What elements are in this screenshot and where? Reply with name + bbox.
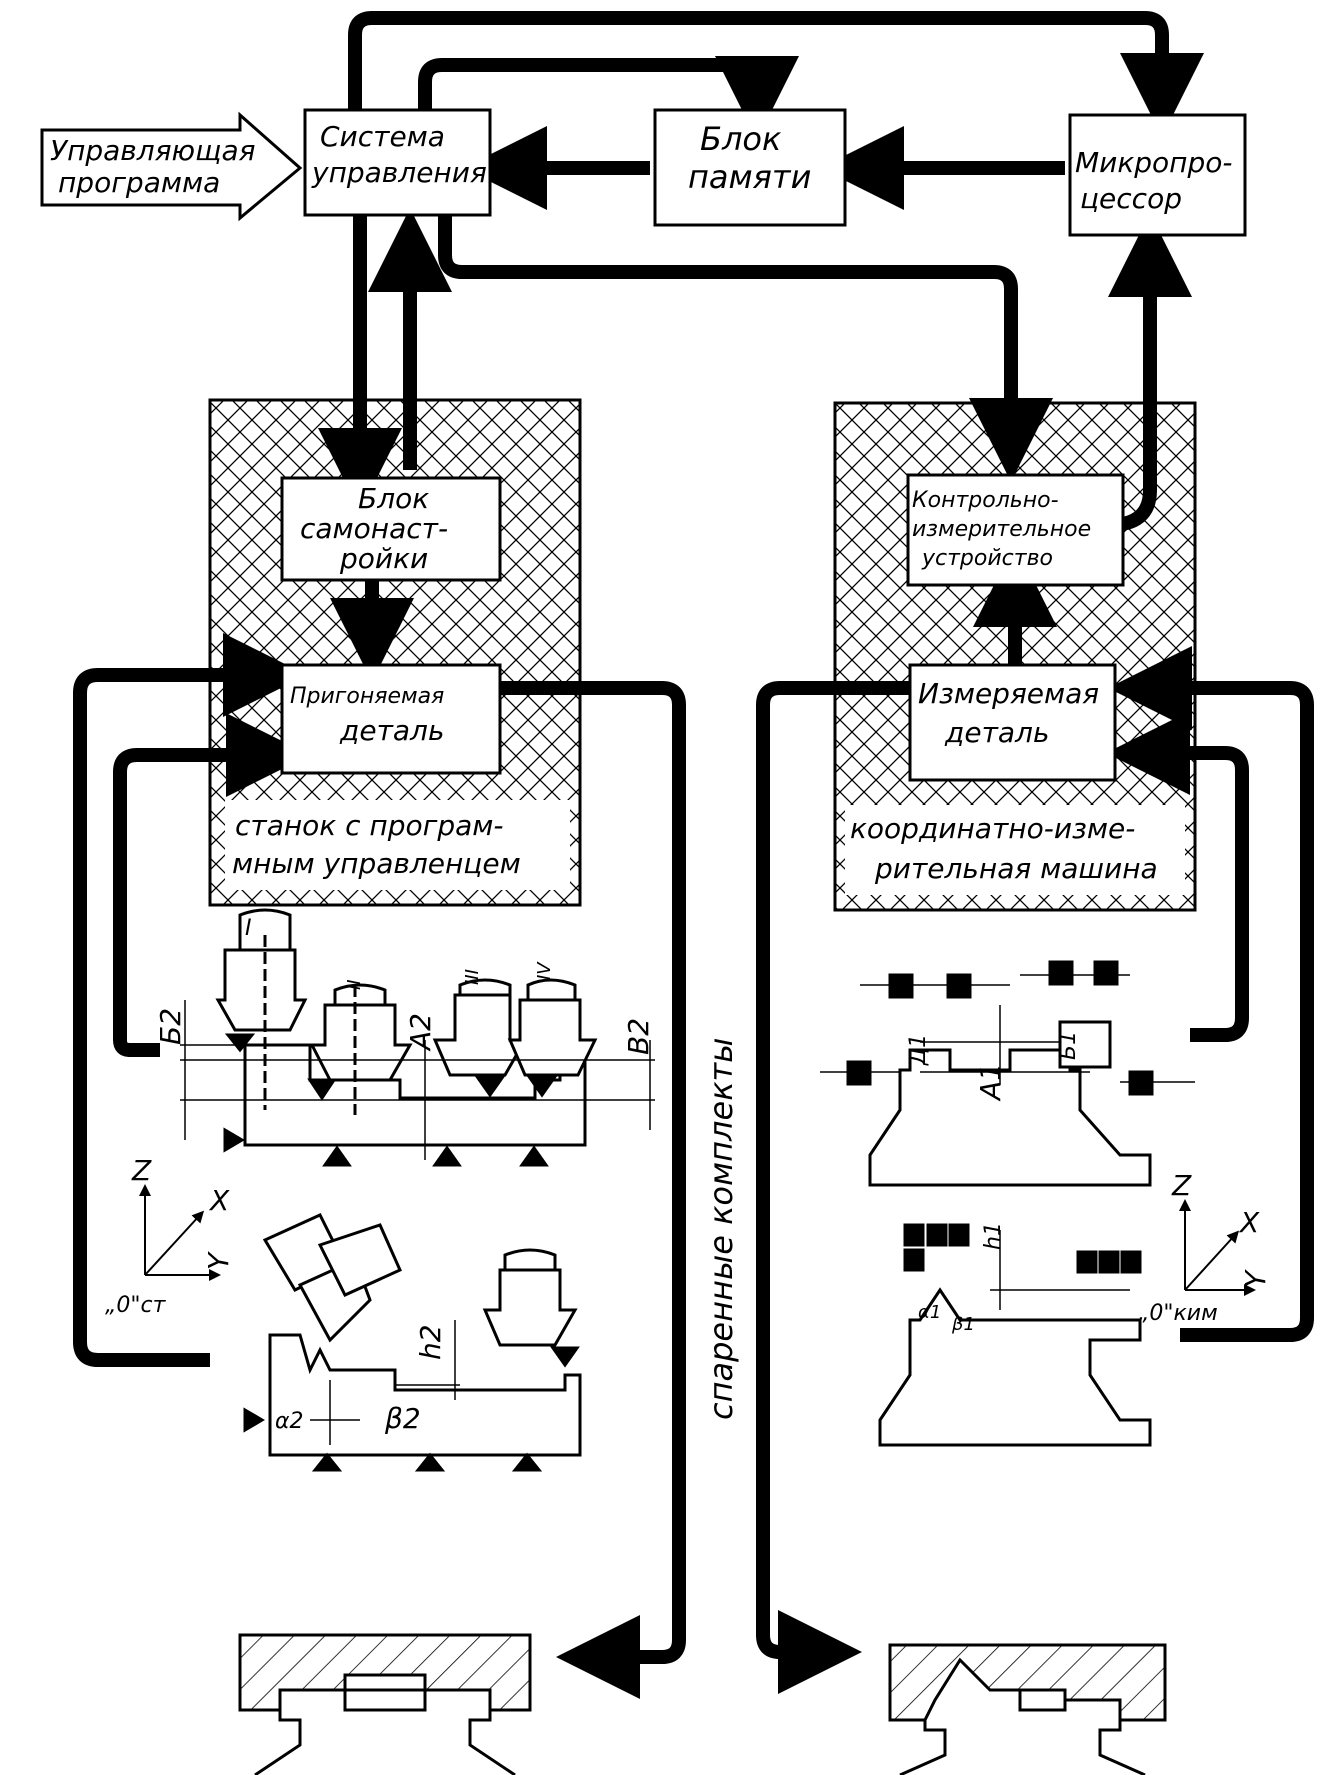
right-axis-y: Y [1239, 1269, 1272, 1288]
bottom-right-set [888, 1643, 1167, 1775]
program-label-line1: Управляющая [50, 134, 256, 167]
cnc-machine-caption: станок с програм- мным управленцем [225, 800, 570, 890]
cmm-caption: координатно-изме- рительная машина [845, 805, 1185, 895]
dim-beta2: β2 [384, 1402, 421, 1435]
dim-beta1: β1 [951, 1314, 975, 1335]
left-fixture-drawing [180, 908, 655, 1167]
dim-b2: Б2 [154, 1008, 187, 1045]
self-setup-line2: самонаст- [300, 512, 448, 545]
dim-a2: А2 [404, 1013, 437, 1052]
dim-v2: В2 [622, 1018, 655, 1055]
tool-mark-4: IV [534, 961, 555, 980]
dim-h2: h2 [414, 1324, 447, 1360]
control-system-line2: управления [311, 156, 487, 189]
control-system-line1: Система [320, 120, 445, 153]
self-setup-line3: ройки [339, 542, 428, 575]
fitted-part-line2: деталь [339, 714, 444, 747]
measuring-device-line1: Контрольно- [912, 488, 1059, 513]
right-fixture-labels: Д1 А1 Б1 [906, 1031, 1081, 1102]
dim-alpha2: α2 [275, 1409, 304, 1434]
dim-a1: А1 [974, 1063, 1007, 1102]
cnc-caption-line2: мным управленцем [232, 847, 521, 880]
right-angled-fixture [878, 1223, 1152, 1447]
tool-mark-2: II [344, 979, 365, 990]
paired-sets-label: спаренные комплекты [702, 1038, 740, 1420]
program-label-line2: программа [58, 166, 220, 199]
tool-mark-1: I [245, 916, 252, 941]
memory-line1: Блок [700, 120, 782, 158]
right-axes [1179, 1199, 1256, 1296]
dim-b1: Б1 [1056, 1031, 1081, 1060]
microprocessor-line2: цессор [1080, 182, 1182, 215]
right-axis-x: X [1238, 1206, 1260, 1239]
microprocessor-block: Микропро- цессор [1068, 113, 1247, 237]
cnc-caption-line1: станок с програм- [235, 809, 504, 842]
measuring-device-line3: устройство [921, 546, 1053, 571]
left-angled-fixture [243, 1213, 582, 1472]
microprocessor-line1: Микропро- [1075, 146, 1233, 179]
left-axes [139, 1184, 221, 1281]
self-setup-line1: Блок [358, 482, 429, 515]
cmm-caption-line2: рительная машина [874, 852, 1158, 885]
memory-line2: памяти [688, 158, 811, 196]
left-axis-y: Y [202, 1251, 235, 1270]
measured-part-block: Измеряемая деталь [908, 663, 1117, 782]
measured-part-line2: деталь [944, 716, 1049, 749]
fitted-part-line1: Пригоняемая [290, 684, 444, 709]
bottom-left-set [238, 1633, 532, 1775]
left-axis-origin: „0"ст [105, 1293, 167, 1318]
measured-part-line1: Измеряемая [918, 677, 1099, 710]
right-fixture-drawing [820, 960, 1195, 1187]
left-axis-z: Z [131, 1154, 152, 1187]
dim-h1: h1 [981, 1222, 1006, 1250]
control-system-block: Система управления [303, 108, 492, 217]
measuring-device-line2: измерительное [912, 517, 1091, 542]
left-fixture-labels: I II III IV Б2 А2 В2 [154, 916, 655, 1055]
left-axis-x: X [208, 1184, 230, 1217]
memory-block: Блок памяти [653, 108, 847, 227]
program-input-arrow: Управляющая программа [40, 111, 303, 222]
self-setup-block: Блок самонаст- ройки [280, 476, 502, 582]
right-axis-origin: „0"ким [1138, 1301, 1218, 1326]
right-axis-z: Z [1171, 1169, 1192, 1202]
tool-mark-3: III [462, 969, 483, 985]
cmm-caption-line1: координатно-изме- [850, 812, 1135, 845]
dim-d1: Д1 [906, 1034, 931, 1066]
dim-alpha1: α1 [918, 1302, 941, 1323]
measuring-device-block: Контрольно- измерительное устройство [906, 473, 1125, 587]
fitted-part-block: Пригоняемая деталь [280, 663, 502, 775]
